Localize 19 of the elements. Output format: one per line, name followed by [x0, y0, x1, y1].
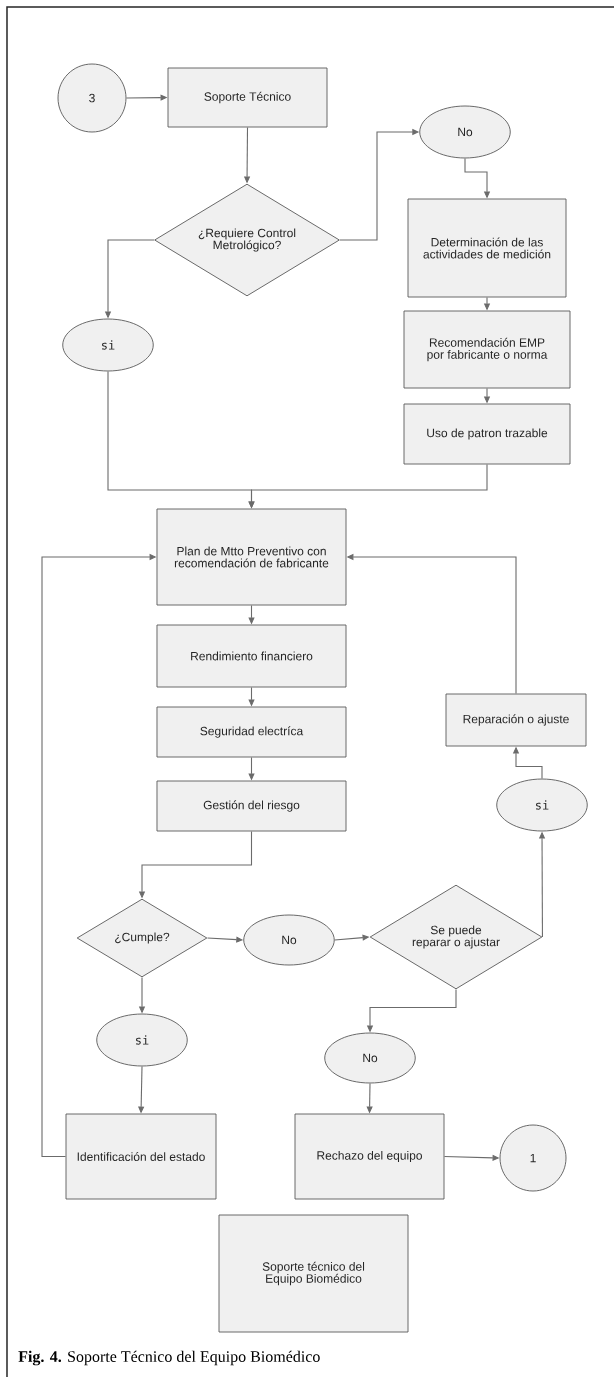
answer-oval: No: [243, 914, 335, 966]
title-box: Soporte técnico del Equipo Biomédico: [218, 1214, 409, 1333]
process-box: Gestión del riesgo: [156, 780, 347, 832]
answer-oval: si: [496, 778, 588, 832]
answer-oval: si: [96, 1013, 188, 1067]
process-box: Soporte Técnico: [167, 67, 328, 128]
process-box: Reparación o ajuste: [445, 693, 587, 747]
process-box: Uso de patron trazable: [403, 403, 571, 465]
process-box: Rendimiento financiero: [156, 624, 347, 688]
process-box: Rechazo del equipo: [294, 1113, 445, 1200]
process-box: Plan de Mtto Preventivo con recomendación de fabricante: [156, 508, 347, 606]
answer-oval: si: [62, 318, 154, 372]
answer-oval: No: [419, 105, 511, 159]
answer-oval: No: [324, 1032, 416, 1084]
process-box: Identificación del estado: [65, 1113, 217, 1200]
process-box: Seguridad electríca: [156, 706, 347, 758]
process-box: Determinación de las actividades de medición: [407, 198, 567, 298]
process-box: Recomendación EMP por fabricante o norma: [403, 310, 571, 389]
figure-caption: Fig. 4. Soporte Técnico del Equipo Biomédico: [18, 1350, 320, 1366]
